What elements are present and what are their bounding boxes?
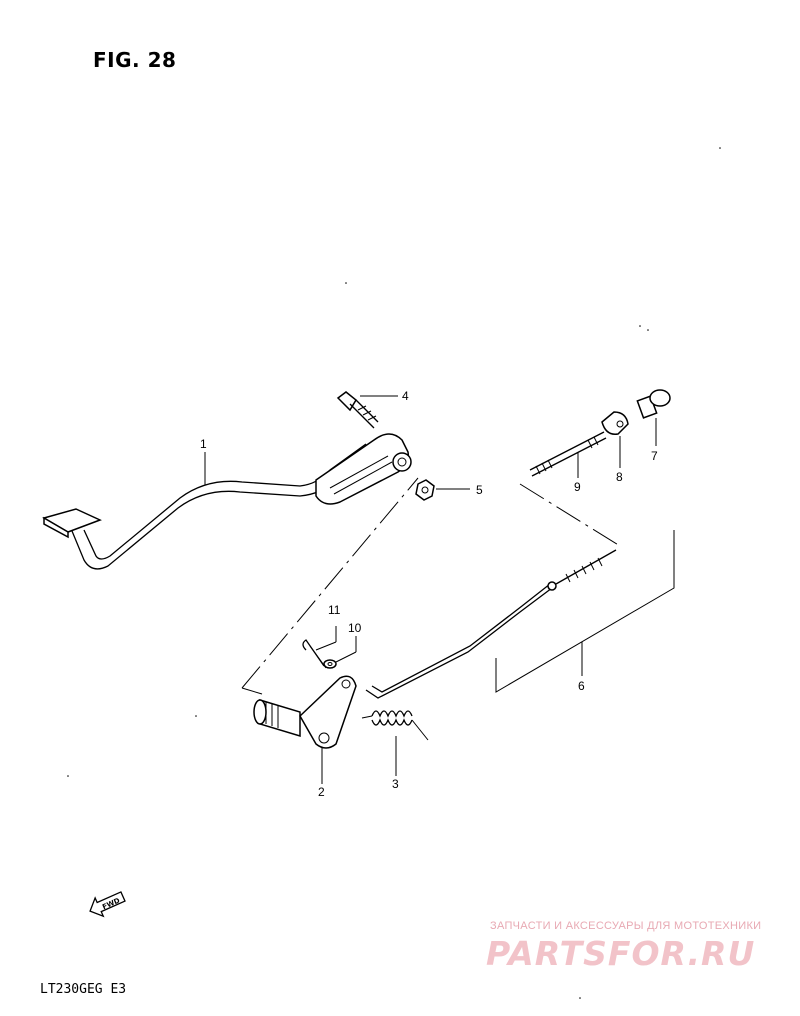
callout-3: 3 [392,777,399,791]
scan-specks [67,147,721,999]
callout-labels: 1 2 3 4 5 6 7 8 9 10 11 [200,389,658,799]
washer-part-10 [323,659,337,669]
callout-9: 9 [574,480,581,494]
callout-1: 1 [200,437,207,451]
return-spring-part-3 [361,710,429,741]
clevis-pin-part-7 [636,389,671,419]
watermark-subtitle: ЗАПЧАСТИ И АКСЕССУАРЫ ДЛЯ МОТОТЕХНИКИ [490,920,762,932]
threaded-rod-part-9 [529,431,607,477]
pedal-shaft-part-2 [253,675,357,749]
fwd-direction-icon: FWD [89,891,126,918]
watermark-logo: PARTSFOR.RU [486,934,756,973]
assembly-lines [241,477,621,695]
callout-10: 10 [348,621,362,635]
callout-2: 2 [318,785,325,799]
callout-4: 4 [402,389,409,403]
callout-5: 5 [476,483,483,497]
callout-7: 7 [651,449,658,463]
callout-11: 11 [328,603,341,617]
leader-lines [204,395,675,784]
cotter-pin-part-11 [302,639,327,669]
model-code: LT230GEG E3 [40,982,127,997]
joint-part-8 [601,411,629,435]
nut-part-5 [415,479,435,501]
bolt-part-4 [336,391,379,429]
brake-rod-part-6 [365,549,617,699]
callout-6: 6 [578,679,585,693]
callout-8: 8 [616,470,623,484]
brake-pedal-part-1 [42,433,412,570]
figure-title: FIG. 28 [93,48,177,72]
